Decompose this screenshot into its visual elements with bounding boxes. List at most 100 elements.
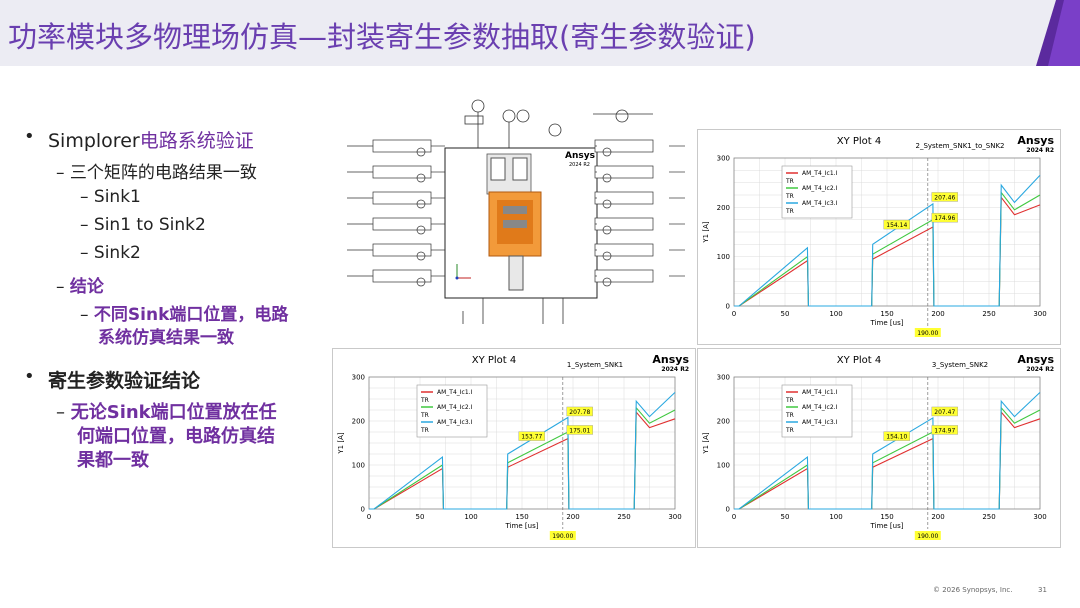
circuit-source: [602, 277, 612, 287]
value-marker: 174.96: [934, 215, 955, 222]
value-marker: 174.97: [934, 427, 955, 434]
x-axis-label: Time [us]: [870, 319, 904, 327]
value-marker-bg: [883, 219, 911, 230]
circuit-source: [602, 147, 612, 157]
circuit-source: [416, 251, 426, 261]
x-tick-label: 150: [880, 513, 893, 521]
x-tick-label: 100: [829, 513, 842, 521]
circuit-source: [416, 225, 426, 235]
plot-brand: Ansys: [1017, 353, 1054, 366]
plot-subtitle: 2_System_SNK1_to_SNK2: [915, 142, 1004, 150]
page-number: 31: [1038, 586, 1047, 594]
plot-title: XY Plot 4: [472, 355, 517, 366]
x-tick-label: 150: [880, 310, 893, 318]
y-tick-label: 200: [717, 204, 730, 212]
bottom-components: [462, 298, 564, 342]
circuit-version: 2024 R2: [569, 162, 590, 168]
y-axis-label: Y1 [A]: [702, 221, 710, 243]
cursor-label: 190.00: [917, 533, 938, 540]
x-tick-label: 300: [1033, 310, 1046, 318]
value-marker: 153.77: [521, 434, 542, 441]
axis-indicator-icon: [455, 264, 471, 280]
x-tick-label: 0: [732, 310, 736, 318]
circuit-source: [416, 147, 426, 157]
y-tick-label: 100: [717, 253, 730, 261]
value-marker: 154.14: [886, 222, 907, 229]
bullet-conclusion: – 结论: [56, 277, 104, 297]
slide-title: 功率模块多物理场仿真—封装寄生参数抽取(寄生参数验证): [8, 20, 756, 54]
plot-title: XY Plot 4: [837, 136, 882, 147]
y-tick-label: 0: [726, 506, 730, 514]
x-axis-label: Time [us]: [505, 522, 539, 530]
cursor-label-bg: [549, 531, 576, 540]
value-marker: 207.46: [934, 194, 955, 201]
cursor-label-bg: [914, 531, 941, 540]
x-tick-label: 200: [931, 310, 944, 318]
plot-area: [733, 157, 1041, 307]
bullet-sin1-to-sink2: – Sin1 to Sink2: [80, 215, 206, 235]
plot-legend: [416, 384, 488, 438]
series-line: [734, 406, 1041, 510]
x-axis-label: Time [us]: [870, 522, 904, 530]
legend-entry-name: AM_T4_Ic2.I: [802, 404, 838, 411]
bullet-sink2: – Sink2: [80, 243, 141, 263]
x-tick-label: 300: [668, 513, 681, 521]
y-axis-label: Y1 [A]: [337, 432, 345, 454]
legend-entry-name: AM_T4_Ic2.I: [802, 185, 838, 192]
series-line: [369, 410, 676, 510]
y-tick-label: 200: [717, 418, 730, 426]
bullet-conclusion-detail: – 不同Sink端口位置，电路: [80, 305, 289, 325]
circuit-source: [416, 173, 426, 183]
circuit-block: [372, 217, 432, 231]
bullet-parasitic-conclusion: 寄生参数验证结论: [48, 370, 201, 392]
x-tick-label: 250: [982, 513, 995, 521]
x-tick-label: 150: [515, 513, 528, 521]
plot-area: [733, 376, 1041, 510]
y-tick-label: 100: [352, 462, 365, 470]
legend-entry-unit: TR: [785, 397, 794, 404]
value-marker-bg: [931, 192, 959, 202]
legend-entry-unit: TR: [420, 397, 429, 404]
value-marker-bg: [566, 425, 594, 435]
y-tick-label: 300: [352, 374, 365, 382]
plot-area: [368, 376, 676, 510]
legend-entry-unit: TR: [785, 193, 794, 200]
legend-entry-name: AM_T4_Ic1.I: [802, 170, 838, 177]
plot-subtitle: 3_System_SNK2: [932, 361, 988, 369]
x-tick-label: 0: [367, 513, 371, 521]
legend-entry-unit: TR: [785, 427, 794, 434]
circuit-source: [602, 199, 612, 209]
circuit-source: [602, 251, 612, 261]
bullet-final-line2: 何端口位置，电路仿真结: [77, 426, 275, 447]
value-marker-bg: [931, 406, 959, 417]
cursor-label: 190.00: [917, 330, 938, 337]
x-tick-label: 200: [566, 513, 579, 521]
bullet-sink1: – Sink1: [80, 187, 141, 207]
circuit-block: [372, 243, 432, 257]
cursor-label: 190.00: [552, 533, 573, 540]
x-tick-label: 50: [781, 513, 790, 521]
x-tick-label: 50: [416, 513, 425, 521]
legend-entry-unit: TR: [785, 412, 794, 419]
x-tick-label: 250: [982, 310, 995, 318]
circuit-source: [602, 225, 612, 235]
circuit-block: [372, 139, 432, 153]
value-marker-bg: [931, 425, 959, 435]
bullet-dot: •: [24, 126, 35, 147]
legend-entry-name: AM_T4_Ic3.I: [437, 419, 473, 426]
series-line: [734, 195, 1041, 307]
circuit-brand: Ansys: [565, 151, 595, 161]
footer-copyright: © 2026 Synopsys, Inc.: [933, 586, 1013, 594]
power-module-image: [486, 153, 542, 291]
x-tick-label: 0: [732, 513, 736, 521]
plot-version: 2024 R2: [1026, 366, 1054, 373]
legend-entry-unit: TR: [785, 208, 794, 215]
x-tick-label: 300: [1033, 513, 1046, 521]
plot-legend: [781, 165, 853, 219]
value-marker: 154.10: [886, 434, 907, 441]
x-tick-label: 250: [617, 513, 630, 521]
corner-accent-icon: [1036, 0, 1080, 66]
